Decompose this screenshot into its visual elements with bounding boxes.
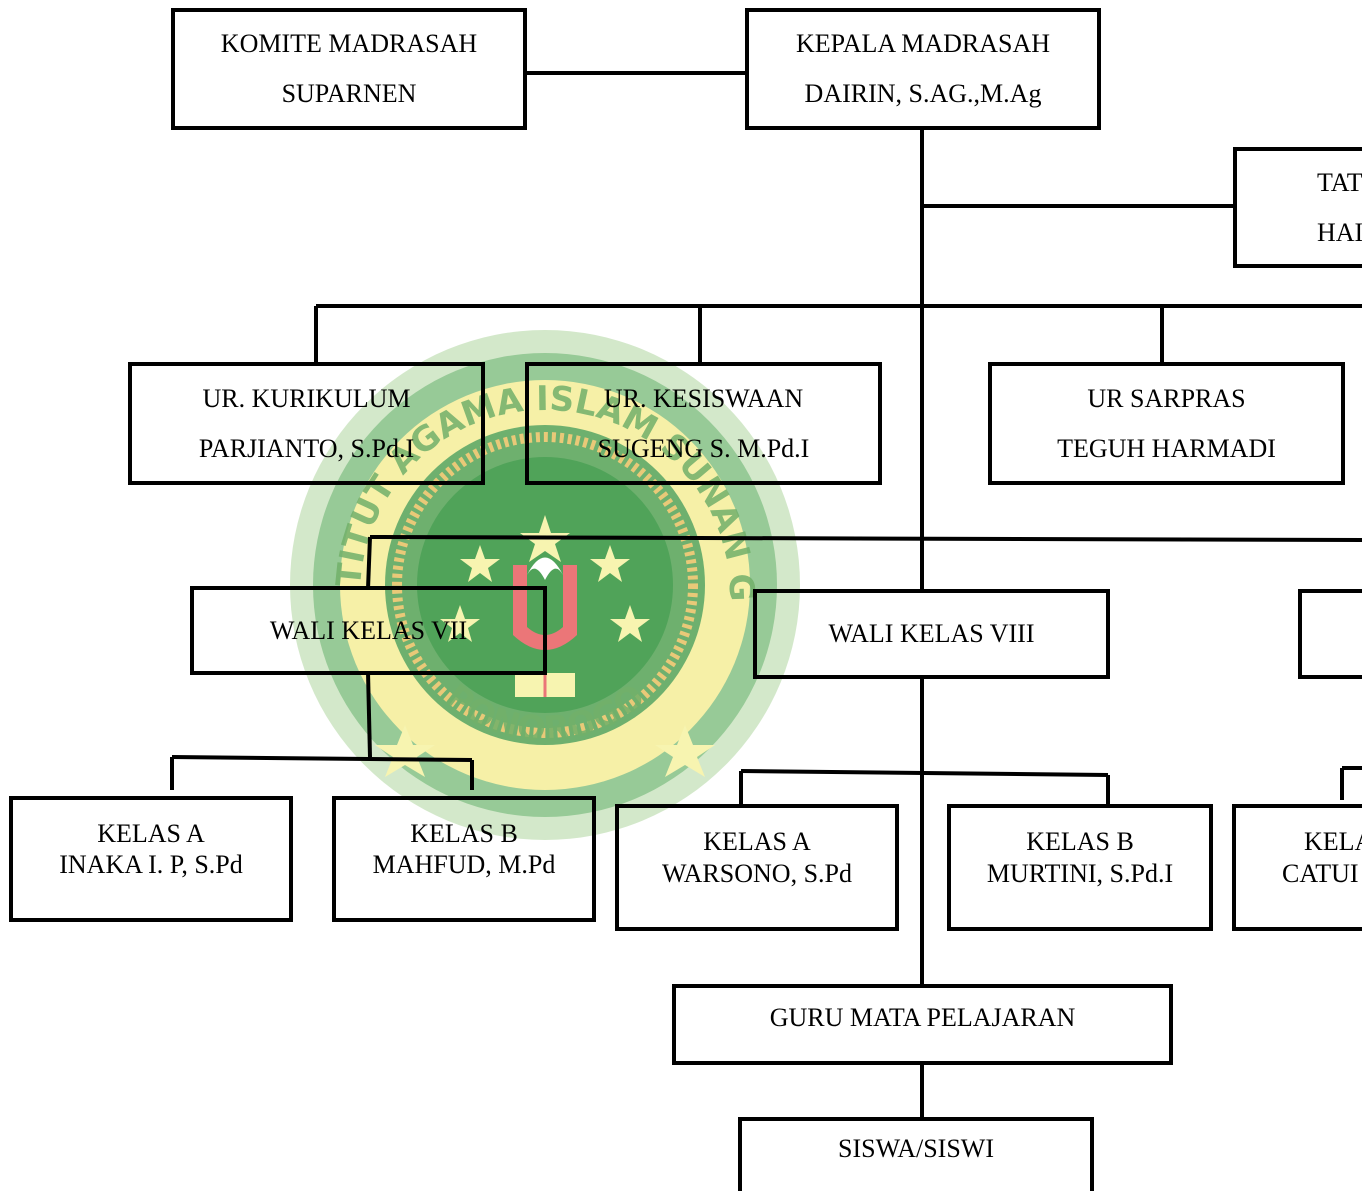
kesiswaan-name: SUGENG S. M.Pd.I xyxy=(597,433,810,463)
kelas-viii-a-box: KELAS A WARSONO, S.Pd xyxy=(615,804,899,931)
kelas-ix-a-box-partial: KELA CATUI xyxy=(1232,804,1362,931)
kelas-ix-a-title: KELA xyxy=(1304,827,1362,857)
institution-seal-watermark: INSTITUT AGAMA ISLAM SUNAN GIRI PONOROGO xyxy=(265,305,800,840)
wali-kelas-vii-box: WALI KELAS VII xyxy=(190,586,547,675)
wali-viii-title: WALI KELAS VIII xyxy=(828,619,1035,649)
kelas-viii-b-box: KELAS B MURTINI, S.Pd.I xyxy=(947,804,1213,931)
kelas-vii-a-name: INAKA I. P, S.Pd xyxy=(59,850,243,879)
kelas-vii-a-title: KELAS A xyxy=(97,818,205,848)
kelas-viii-b-name: MURTINI, S.Pd.I xyxy=(986,858,1174,888)
komite-name: SUPARNEN xyxy=(281,79,417,108)
tata-usaha-name: HAI xyxy=(1317,217,1362,247)
komite-title: KOMITE MADRASAH xyxy=(220,29,478,58)
ur-kesiswaan-box: UR. KESISWAAN SUGENG S. M.Pd.I xyxy=(525,362,882,485)
kelas-vii-b-title: KELAS B xyxy=(410,818,518,848)
kelas-vii-b-box: KELAS B MAHFUD, M.Pd xyxy=(332,796,596,922)
ur-sarpras-box: UR SARPRAS TEGUH HARMADI xyxy=(988,362,1345,485)
tata-usaha-title: TAT xyxy=(1317,167,1362,197)
kepala-title: KEPALA MADRASAH xyxy=(795,29,1051,58)
kelas-vii-b-name: MAHFUD, M.Pd xyxy=(372,850,556,879)
siswa-siswi-box: SISWA/SISWI xyxy=(738,1117,1094,1191)
seal-center-emblem xyxy=(513,557,577,697)
guru-title: GURU MATA PELAJARAN xyxy=(769,1002,1076,1032)
kesiswaan-title: UR. KESISWAAN xyxy=(603,383,804,413)
kelas-viii-a-name: WARSONO, S.Pd xyxy=(662,858,852,888)
kelas-viii-b-title: KELAS B xyxy=(1026,827,1134,857)
kelas-vii-a-box: KELAS A INAKA I. P, S.Pd xyxy=(9,796,293,922)
kurikulum-name: PARJIANTO, S.Pd.I xyxy=(198,433,415,463)
tata-usaha-box: TAT HAI xyxy=(1233,147,1362,268)
kepala-name: DAIRIN, S.AG.,M.Ag xyxy=(804,79,1042,108)
siswa-title: SISWA/SISWI xyxy=(837,1134,994,1163)
kelas-ix-a-name: CATUI xyxy=(1282,858,1359,888)
komite-madrasah-box: KOMITE MADRASAH SUPARNEN xyxy=(171,8,527,130)
guru-mata-pelajaran-box: GURU MATA PELAJARAN xyxy=(672,984,1173,1065)
kurikulum-title: UR. KURIKULUM xyxy=(202,383,411,413)
ur-kurikulum-box: UR. KURIKULUM PARJIANTO, S.Pd.I xyxy=(128,362,485,485)
wali-vii-title: WALI KELAS VII xyxy=(269,615,468,645)
sarpras-name: TEGUH HARMADI xyxy=(1057,433,1276,463)
sarpras-title: UR SARPRAS xyxy=(1087,383,1246,413)
wali-kelas-viii-box: WALI KELAS VIII xyxy=(753,589,1110,679)
wali-kelas-ix-box-partial xyxy=(1298,589,1362,679)
kepala-madrasah-box: KEPALA MADRASAH DAIRIN, S.AG.,M.Ag xyxy=(745,8,1101,130)
kelas-viii-a-title: KELAS A xyxy=(703,827,811,857)
